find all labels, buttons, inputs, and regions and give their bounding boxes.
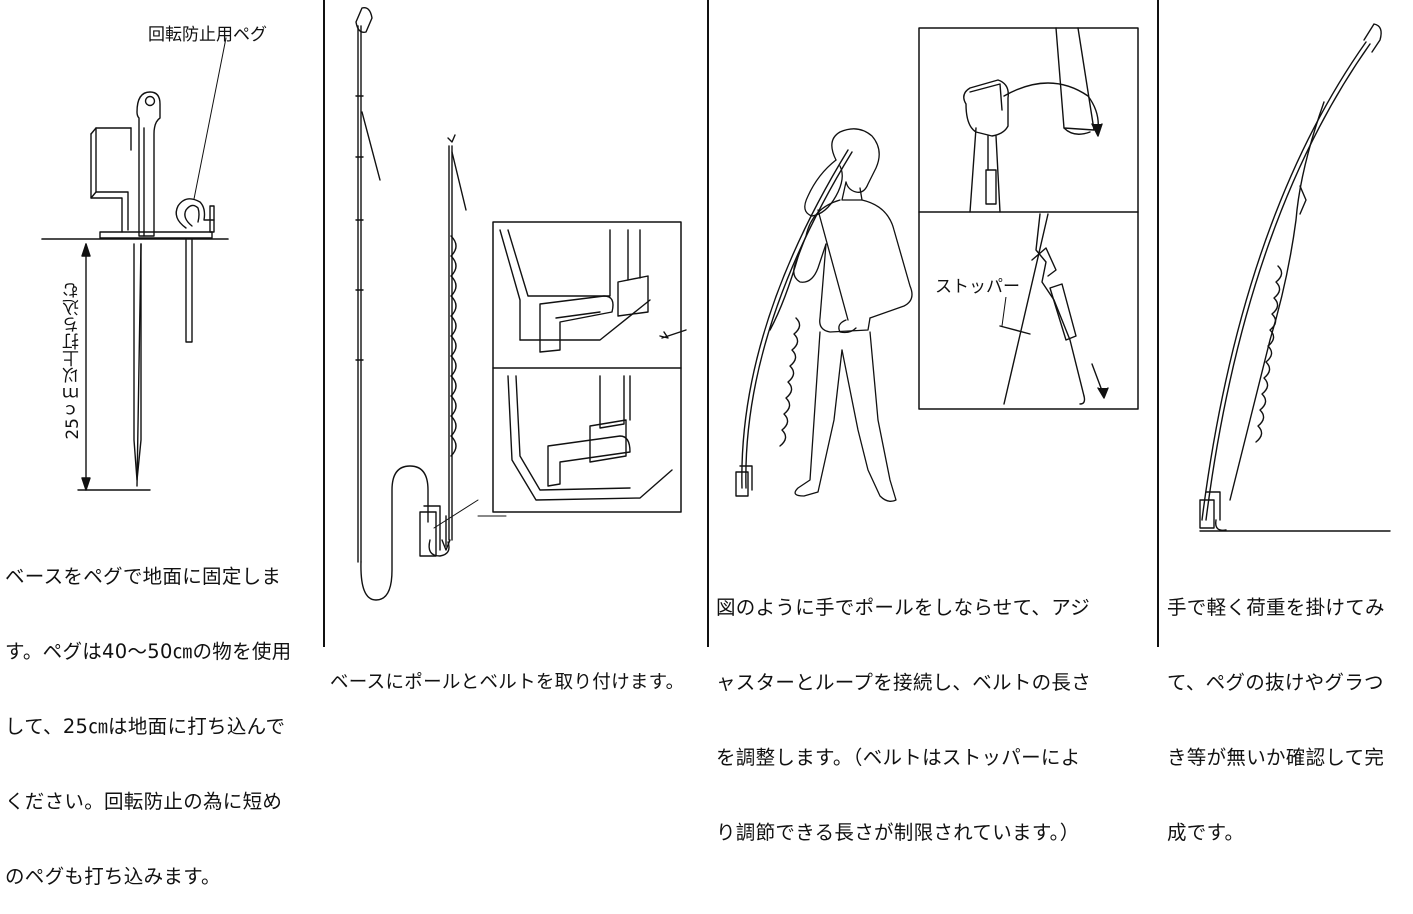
panel2-illustration	[355, 7, 687, 601]
depth-label: 25ｃｍ以上打ち込む	[63, 282, 83, 440]
caption-line: す。ペグは40～50㎝の物を使用	[5, 640, 292, 663]
belt-loop	[360, 465, 429, 601]
pole4-belt-wave	[1255, 265, 1283, 443]
caption-line: 図のように手でポールをしならせて、アジ	[716, 596, 1091, 619]
panel1-caption: ベースをペグで地面に固定しま す。ペグは40～50㎝の物を使用 して、25㎝は地…	[5, 514, 291, 914]
depth-dimension	[77, 243, 151, 491]
caption-line: ャスターとループを接続し、ベルトの長さ	[716, 671, 1092, 694]
base-bracket	[90, 127, 213, 239]
panel1-illustration	[41, 37, 229, 491]
panel3-illustration	[735, 27, 1139, 502]
stopper-label: ストッパー	[935, 272, 1020, 297]
peg-label-leader	[193, 37, 227, 200]
caption-line: き等が無いか確認して完	[1167, 746, 1385, 769]
caption-line: を調整します。（ベルトはストッパーによ	[716, 746, 1081, 769]
person-figure	[793, 128, 913, 502]
caption-line: して、25㎝は地面に打ち込んで	[5, 715, 286, 738]
panel2-base	[419, 505, 451, 557]
panel2-caption: ベースにポールとベルトを取り付けます。	[330, 620, 684, 720]
caption-line: ベースにポールとベルトを取り付けます。	[330, 672, 685, 693]
caption-line: ベースをペグで地面に固定しま	[5, 565, 282, 588]
caption-line: ください。回転防止の為に短め	[5, 790, 283, 813]
panel3-caption: 図のように手でポールをしならせて、アジ ャスターとループを接続し、ベルトの長さ …	[716, 545, 1091, 870]
divider-1	[323, 0, 325, 647]
caption-line: のペグも打ち込みます。	[5, 865, 221, 888]
caption-line: 手で軽く荷重を掛けてみ	[1167, 596, 1385, 619]
detail-box	[492, 221, 687, 513]
panel4-caption: 手で軽く荷重を掛けてみ て、ペグの抜けやグラつ き等が無いか確認して完 成です。	[1167, 545, 1385, 870]
main-peg	[133, 91, 161, 487]
caption-line: て、ペグの抜けやグラつ	[1167, 671, 1384, 694]
caption-line: 成です。	[1167, 821, 1245, 844]
pole3-belt-wave	[779, 317, 801, 447]
final-pole	[1199, 23, 1382, 531]
divider-2	[707, 0, 709, 647]
belt	[447, 134, 467, 541]
panel4-illustration	[1199, 23, 1391, 532]
panel3-detail-box	[918, 27, 1139, 410]
divider-3	[1157, 0, 1159, 647]
peg-label: 回転防止用ペグ	[148, 25, 267, 45]
caption-line: り調節できる長さが制限されています。）	[716, 821, 1080, 844]
pole	[355, 7, 381, 563]
belt-wave	[450, 235, 457, 457]
bent-pole	[735, 149, 853, 497]
anti-rotation-peg	[175, 198, 215, 343]
illustration-canvas	[41, 7, 1391, 601]
